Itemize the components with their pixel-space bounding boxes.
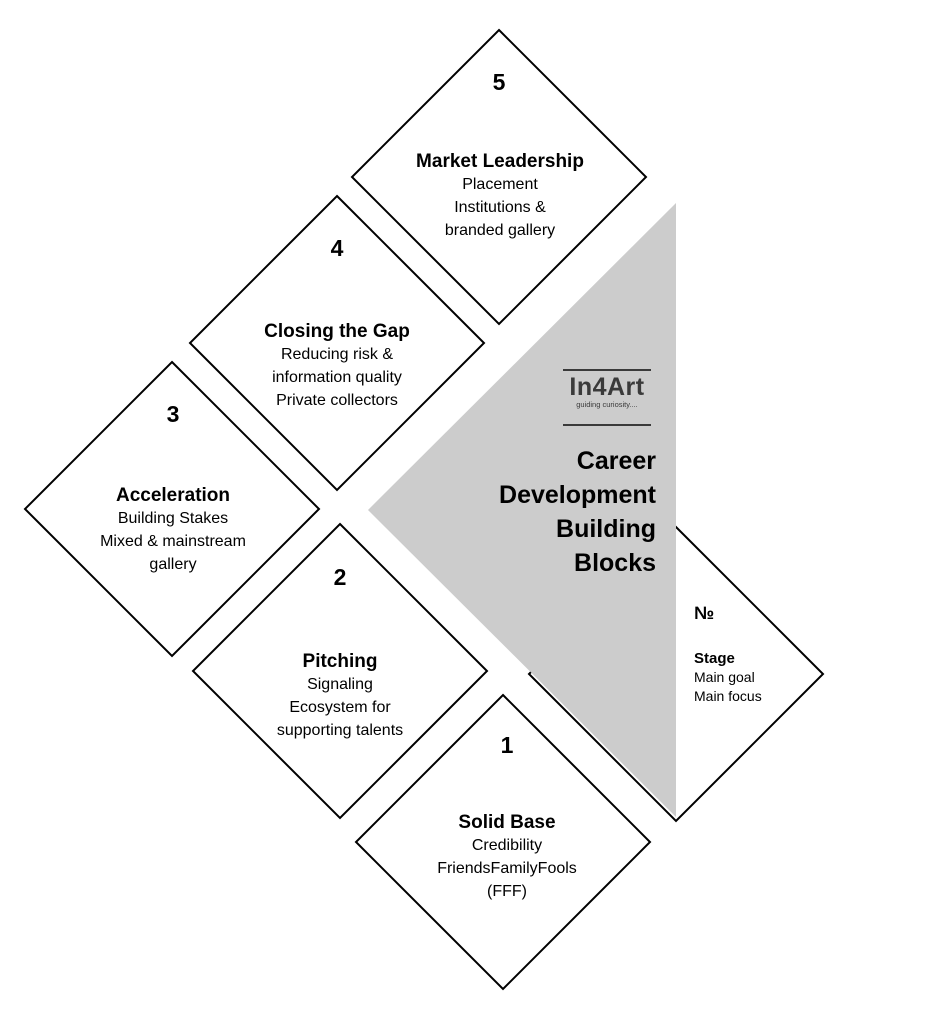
block-5-focus-2: branded gallery xyxy=(444,222,556,239)
block-3-stage: Acceleration xyxy=(115,485,231,506)
block-4-focus-1: information quality xyxy=(272,369,402,386)
logo: In4Art guiding curiosity.... xyxy=(569,374,644,409)
block-5-focus-1: Institutions & xyxy=(454,199,546,216)
block-3-goal: Building Stakes xyxy=(117,510,229,527)
block-1-text: Solid Base Credibility FriendsFamilyFool… xyxy=(437,811,577,903)
block-4-text: Closing the Gap Reducing risk & informat… xyxy=(264,320,410,412)
diamond-block-4 xyxy=(188,194,486,492)
legend-focus-label: Main focus xyxy=(694,688,762,704)
block-1-goal: Credibility xyxy=(471,837,543,854)
block-5-stage: Market Leadership xyxy=(416,151,584,172)
title-line-1: Career xyxy=(576,447,656,475)
block-1-number: 1 xyxy=(500,732,514,758)
block-4-goal: Reducing risk & xyxy=(280,346,394,363)
block-1-stage: Solid Base xyxy=(458,812,556,833)
block-1-focus-2: (FFF) xyxy=(487,883,527,900)
block-2-stage: Pitching xyxy=(302,651,378,672)
legend-goal-label: Main goal xyxy=(694,669,755,685)
diamond-block-3 xyxy=(23,360,321,658)
legend-labels: Stage Main goal Main focus xyxy=(694,649,762,706)
block-3-text: Acceleration Building Stakes Mixed & mai… xyxy=(100,484,246,576)
block-5-goal: Placement xyxy=(462,176,538,193)
diamond-block-2 xyxy=(191,522,489,820)
block-3-focus-2: gallery xyxy=(149,556,197,573)
legend-stage-label: Stage xyxy=(694,650,735,667)
block-5-number: 5 xyxy=(492,69,506,95)
title-line-2: Development xyxy=(499,481,656,509)
block-2-focus-2: supporting talents xyxy=(276,722,404,739)
block-2-text: Pitching Signaling Ecosystem for support… xyxy=(277,650,403,742)
diamond-block-1 xyxy=(354,693,652,991)
grey-triangle xyxy=(368,203,676,817)
title-line-4: Blocks xyxy=(574,549,656,577)
block-5-text: Market Leadership Placement Institutions… xyxy=(416,150,584,242)
block-3-focus-1: Mixed & mainstream xyxy=(100,533,246,550)
page-title: Career Development Building Blocks xyxy=(499,444,656,580)
block-4-focus-2: Private collectors xyxy=(276,392,398,409)
block-4-stage: Closing the Gap xyxy=(264,321,410,342)
block-3-number: 3 xyxy=(166,401,180,427)
logo-name: In4Art xyxy=(569,373,645,401)
block-4-number: 4 xyxy=(330,235,344,261)
title-line-3: Building xyxy=(556,515,656,543)
block-2-goal: Signaling xyxy=(307,676,373,693)
block-2-number: 2 xyxy=(333,564,347,590)
diamond-block-5 xyxy=(350,28,648,326)
block-1-focus-1: FriendsFamilyFools xyxy=(437,860,577,877)
block-2-focus-1: Ecosystem for xyxy=(289,699,391,716)
legend-number-label: № xyxy=(694,603,715,623)
logo-tagline: guiding curiosity.... xyxy=(576,400,638,409)
